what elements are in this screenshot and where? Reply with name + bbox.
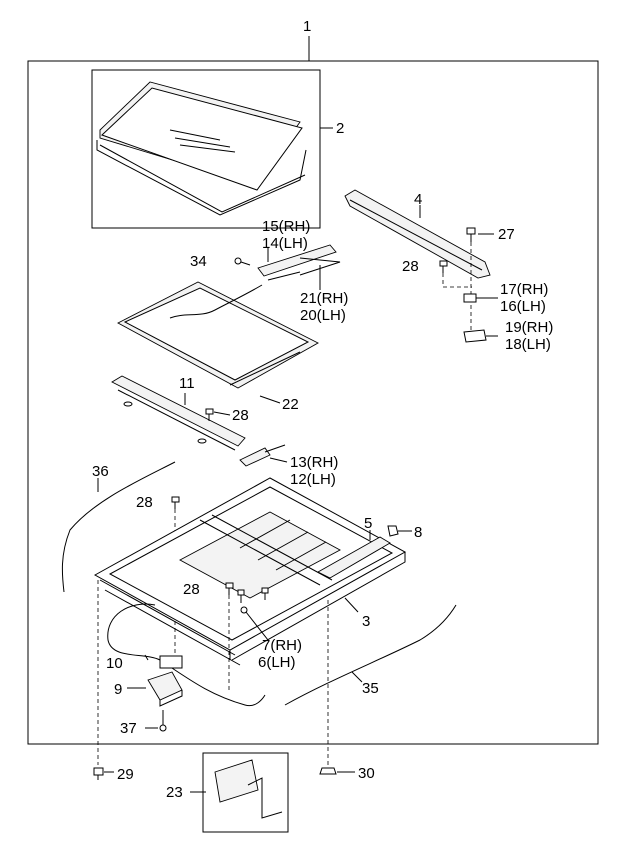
callout-36: 36 <box>92 463 109 480</box>
drain-hose-36 <box>61 461 176 593</box>
screw-28-upper-icon <box>439 260 448 273</box>
cable-20-21 <box>299 257 341 290</box>
callout-5: 5 <box>364 515 372 532</box>
guide-14-15 <box>257 244 337 281</box>
callout-1: 1 <box>303 18 311 35</box>
callout-28-mid: 28 <box>232 407 249 424</box>
callout-4: 4 <box>414 191 422 208</box>
callout-18: 18(LH) <box>505 336 551 353</box>
deflector-rail <box>111 375 246 451</box>
callout-20: 20(LH) <box>300 307 346 324</box>
callout-37: 37 <box>120 720 137 737</box>
callout-28-lower: 28 <box>183 581 200 598</box>
callout-14: 14(LH) <box>262 235 308 252</box>
clip-8-icon <box>387 525 399 537</box>
callout-13: 13(RH) <box>290 454 338 471</box>
callout-35: 35 <box>362 680 379 697</box>
callout-11: 11 <box>179 375 195 392</box>
dash-28-upper <box>442 273 472 288</box>
callout-9: 9 <box>114 681 122 698</box>
callout-16: 16(LH) <box>500 298 546 315</box>
callout-10: 10 <box>106 655 123 672</box>
cable-35 <box>284 604 457 706</box>
callout-30: 30 <box>358 765 375 782</box>
callout-29: 29 <box>117 766 134 783</box>
leader-13 <box>269 457 288 463</box>
callout-28-upper: 28 <box>402 258 419 275</box>
leader-22 <box>259 395 281 404</box>
leader-3 <box>344 597 359 613</box>
callout-15: 15(RH) <box>262 218 310 235</box>
callout-3: 3 <box>362 613 370 630</box>
assembly-frame <box>27 60 599 745</box>
callout-27: 27 <box>498 226 515 243</box>
callout-34: 34 <box>190 253 207 270</box>
leader-35 <box>351 671 363 683</box>
glass-panel-box <box>91 69 321 229</box>
nut-30-icon <box>319 767 337 775</box>
screw-37-icon <box>159 710 167 732</box>
screw-27-icon <box>466 227 476 242</box>
callout-8: 8 <box>414 524 422 541</box>
callout-23: 23 <box>166 784 183 801</box>
callout-7: 7(RH) <box>262 637 302 654</box>
glass-panel <box>96 81 307 216</box>
screw-28-left-icon <box>171 496 180 509</box>
slider-6-7 <box>237 587 269 614</box>
bracket-18-19-icon <box>463 329 487 343</box>
leader-7 <box>245 611 269 641</box>
screw-28-lower-icon <box>225 582 234 595</box>
callout-17: 17(RH) <box>500 281 548 298</box>
screw-34-icon <box>234 257 251 266</box>
bracket-12-13 <box>239 444 286 467</box>
side-rail-5 <box>317 536 391 579</box>
screw-28-mid-icon <box>205 408 214 421</box>
front-rail <box>344 189 491 279</box>
sunshade-panel <box>117 281 319 389</box>
callout-22: 22 <box>282 396 299 413</box>
callout-2: 2 <box>336 120 344 137</box>
callout-6: 6(LH) <box>258 654 296 671</box>
bolt-29-icon <box>93 767 104 780</box>
leader-10 <box>144 654 149 661</box>
motor-9 <box>147 655 183 707</box>
callout-21: 21(RH) <box>300 290 348 307</box>
callout-12: 12(LH) <box>290 471 336 488</box>
callout-19: 19(RH) <box>505 319 553 336</box>
bracket-16-17-icon <box>463 293 477 303</box>
tool-kit-23 <box>214 759 283 819</box>
sunroof-main-frame <box>93 477 407 666</box>
leader-28-mid <box>213 411 231 416</box>
callout-28-left: 28 <box>136 494 153 511</box>
